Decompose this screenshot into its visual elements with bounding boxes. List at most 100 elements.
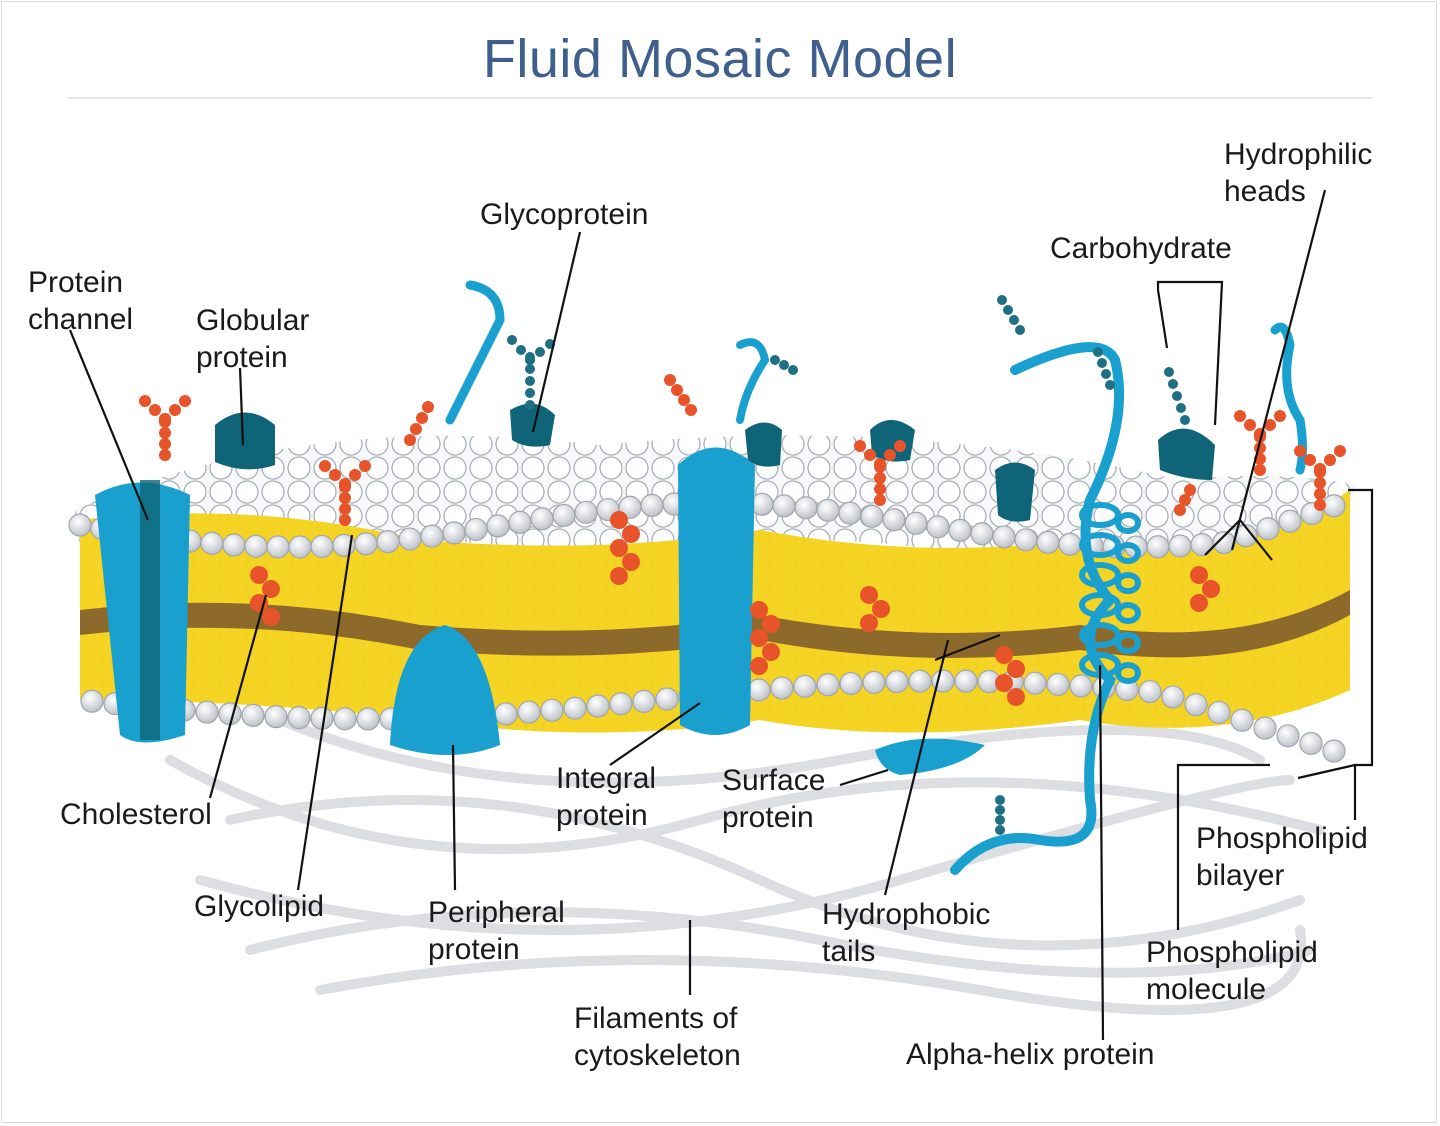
sugar-bead — [159, 427, 171, 439]
phospholipid-head — [1146, 535, 1170, 559]
phospholipid-head — [1253, 716, 1277, 740]
sugar-bead — [864, 449, 876, 461]
cholesterol-ring — [1202, 580, 1220, 598]
pointer-lines — [68, 189, 1374, 1041]
label-carbohydrate: Carbohydrate — [1050, 232, 1232, 265]
cholesterol-ring — [610, 539, 628, 557]
phospholipid-head — [356, 707, 380, 731]
glycoprotein-base — [510, 403, 555, 447]
phospholipid-head — [68, 513, 92, 537]
phospholipid-head — [1278, 509, 1302, 533]
helix-coil — [1079, 622, 1121, 648]
sugar-bead — [874, 472, 886, 484]
phospholipid-head — [266, 535, 290, 559]
phospholipid-head — [992, 525, 1016, 549]
sugar-bead — [1174, 504, 1186, 516]
cholesterol-ring — [262, 608, 280, 626]
helix-coil — [1079, 592, 1121, 618]
sugar-bead — [159, 449, 171, 461]
sugar-bead — [995, 805, 1005, 815]
phospholipid-head — [632, 689, 656, 713]
sugar-bead — [1314, 463, 1326, 475]
cholesterol-ring — [995, 674, 1013, 692]
sugar-bead — [1234, 410, 1246, 422]
sugar-bead — [770, 355, 780, 365]
helix-coil — [1079, 532, 1121, 558]
cholesterol-ring — [1007, 688, 1025, 706]
phospholipid-head — [1161, 685, 1185, 709]
phospholipid-head — [816, 498, 840, 522]
sugar-bead — [525, 355, 535, 365]
phospholipid-head — [970, 522, 994, 546]
phospholipid-head — [926, 515, 950, 539]
sugar-bead — [525, 376, 535, 386]
cholesterol-ring — [860, 614, 878, 632]
top-edge-heads — [68, 491, 1346, 559]
sugar-bead — [1015, 325, 1025, 335]
phospholipid-head — [80, 689, 104, 713]
sugar-bead — [339, 492, 351, 504]
sugar-bead — [995, 795, 1005, 805]
phospholipid-head — [908, 669, 932, 693]
phospholipid-head — [1036, 530, 1060, 554]
phospholipid-head — [287, 706, 311, 730]
phospholipid-head — [904, 511, 928, 535]
diagram-title: Fluid Mosaic Model — [482, 29, 958, 89]
phospholipid-head — [1256, 517, 1280, 541]
sugar-bead — [854, 440, 866, 452]
phospholipid-head — [563, 696, 587, 720]
sugar-bead — [1168, 379, 1178, 389]
sugar-bead — [159, 413, 171, 425]
sugar-bead — [997, 295, 1007, 305]
sugar-bead — [1101, 369, 1111, 379]
cholesterol-ring — [610, 567, 628, 585]
helix-coil — [1115, 602, 1141, 624]
globular-protein-2 — [745, 422, 782, 467]
phospholipid-head — [540, 698, 564, 722]
phospholipid-head — [948, 518, 972, 542]
sugar-bead — [179, 395, 191, 407]
sugar-bead — [525, 364, 535, 374]
phospholipid-head — [508, 510, 532, 534]
helix-coil — [1115, 512, 1141, 534]
phospholipid-head — [310, 534, 334, 559]
phospholipid-head — [609, 692, 633, 716]
sugar-bead — [1304, 454, 1316, 466]
sugar-bead — [664, 374, 676, 386]
sugar-bead — [507, 335, 517, 345]
sugar-bead — [894, 440, 906, 452]
sugar-bead — [874, 494, 886, 506]
phospholipid-head — [241, 703, 265, 727]
cholesterol-ring — [860, 586, 878, 604]
phospholipid-head — [1322, 739, 1346, 763]
glycoprotein-strand — [445, 280, 505, 425]
phospholipid-head — [1014, 528, 1038, 552]
phospholipid-head — [1058, 532, 1082, 556]
phospholipid-head — [222, 533, 246, 557]
integral-protein — [678, 447, 755, 735]
phospholipid-head — [552, 503, 576, 528]
sugar-bead — [671, 384, 683, 396]
label-glycolipid: Glycolipid — [194, 890, 325, 923]
sugar-bead — [410, 423, 422, 435]
sugar-bead — [1324, 454, 1336, 466]
phospholipid-head — [793, 674, 817, 698]
helix-coil — [1079, 502, 1121, 528]
cholesterol-ring — [610, 511, 628, 529]
sugar-bead — [1314, 499, 1326, 511]
phospholipid-head — [816, 673, 840, 697]
sugar-bead — [685, 404, 697, 416]
phospholipid-head — [1190, 532, 1214, 557]
phospholipid-head — [1322, 494, 1346, 518]
label-alpha-helix-protein: Alpha-helix protein — [906, 1038, 1155, 1071]
sugar-bead — [1180, 415, 1190, 425]
globular-protein-3 — [870, 420, 915, 462]
sugar-bead — [874, 458, 886, 470]
sugar-bead — [874, 483, 886, 495]
phospholipid-head — [747, 678, 771, 702]
